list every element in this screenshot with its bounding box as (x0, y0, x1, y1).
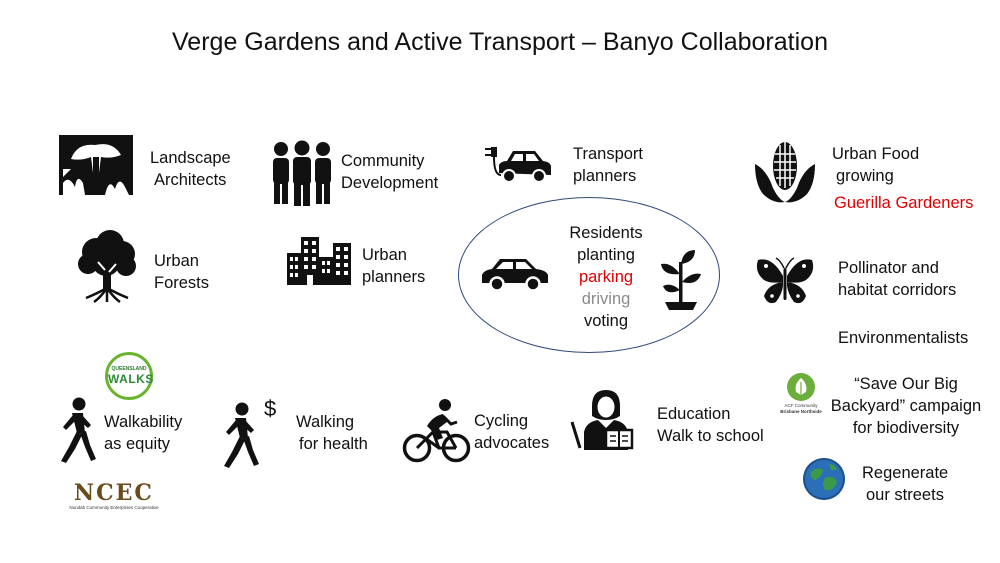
ncec-logo-small: Nundah Community Enterprises Cooperative (69, 505, 159, 510)
walks-logo-small: QUEENSLAND (111, 366, 147, 372)
dollar-sign: $ (264, 396, 277, 421)
node-food: Urban Food growing Guerilla Gardeners (832, 143, 973, 214)
pollinator-line1: Pollinator and (838, 259, 939, 277)
landscape-line1: Landscape (150, 149, 231, 167)
walking-health-line1: Walking (296, 413, 355, 431)
walking-dollar-icon (224, 402, 259, 468)
node-urban-planners: Urban planners (362, 244, 425, 288)
node-residents: Residents planting parking driving votin… (556, 222, 656, 332)
forests-line1: Urban (154, 252, 199, 270)
electric-car-icon (485, 147, 551, 183)
cycling-line2: advocates (474, 434, 550, 452)
urban-planners-line2: planners (362, 268, 426, 286)
residents-driving: driving (581, 290, 631, 308)
page-title: Verge Gardens and Active Transport – Ban… (172, 28, 828, 56)
cycling-line1: Cycling (474, 412, 529, 430)
car-icon (482, 259, 548, 292)
community-line2: Development (341, 174, 439, 192)
residents-ellipse (458, 197, 720, 353)
butterfly-icon (756, 257, 814, 304)
walking-health-line2: for health (299, 435, 368, 453)
backyard-line1: “Save Our Big (854, 375, 958, 393)
residents-parking: parking (578, 268, 634, 286)
plant-icon (661, 250, 701, 310)
cyclist-icon (402, 399, 471, 463)
node-walkability: Walkability as equity (104, 411, 182, 455)
node-education: Education Walk to school (657, 403, 764, 447)
buildings-icon (287, 237, 351, 285)
landscape-icon (59, 135, 133, 195)
node-community: Community Development (341, 150, 438, 194)
forests-line2: Forests (154, 274, 210, 292)
ncec-logo-big: NCEC (74, 480, 154, 506)
node-walking-health: Walking for health (296, 411, 368, 455)
teacher-icon (570, 390, 634, 450)
node-pollinator: Pollinator and habitat corridors (838, 257, 956, 301)
node-landscape: Landscape Architects (150, 147, 231, 191)
ncec-logo: NCEC Nundah Community Enterprises Cooper… (68, 480, 160, 512)
education-line2: Walk to school (657, 427, 764, 445)
transport-line1: Transport (573, 145, 643, 163)
regenerate-line1: Regenerate (862, 464, 949, 482)
urban-planners-line1: Urban (362, 246, 407, 264)
queensland-walks-logo: QUEENSLAND WALKS (105, 352, 153, 400)
node-environmentalists: Environmentalists (838, 329, 969, 347)
walks-logo-big: WALKS (108, 372, 154, 386)
node-forests: Urban Forests (154, 250, 209, 294)
pollinator-line2: habitat corridors (838, 281, 957, 299)
landscape-line2: Architects (154, 171, 227, 189)
acf-community-logo: ACF Community Brisbane Northside (777, 372, 825, 424)
walkability-line2: as equity (104, 435, 171, 453)
people-group-icon (273, 140, 331, 206)
community-line1: Community (341, 152, 425, 170)
residents-line2: planting (577, 246, 635, 264)
walking-person-icon (61, 397, 96, 463)
food-guerilla: Guerilla Gardeners (834, 194, 974, 212)
acf-leaf-icon (787, 373, 815, 401)
acf-logo-line2: Brisbane Northside (780, 409, 822, 414)
regenerate-line2: our streets (866, 486, 944, 504)
walkability-line1: Walkability (104, 413, 183, 431)
node-backyard: “Save Our Big Backyard” campaign for bio… (826, 373, 986, 439)
node-regenerate: Regenerate our streets (862, 462, 948, 506)
globe-logo (803, 458, 845, 500)
corn-icon (755, 142, 815, 203)
education-line1: Education (657, 405, 731, 423)
acf-logo-line1: ACF Community (784, 403, 818, 408)
transport-line2: planners (573, 167, 637, 185)
residents-line1: Residents (569, 224, 643, 242)
backyard-line2: Backyard” campaign (830, 397, 982, 415)
tree-icon (78, 230, 136, 304)
residents-voting: voting (583, 312, 629, 330)
node-cycling: Cycling advocates (474, 410, 549, 454)
globe-icon (803, 458, 845, 500)
food-line2: growing (836, 167, 894, 185)
node-transport: Transport planners (573, 143, 643, 187)
backyard-line3: for biodiversity (852, 419, 960, 437)
food-line1: Urban Food (832, 145, 920, 163)
